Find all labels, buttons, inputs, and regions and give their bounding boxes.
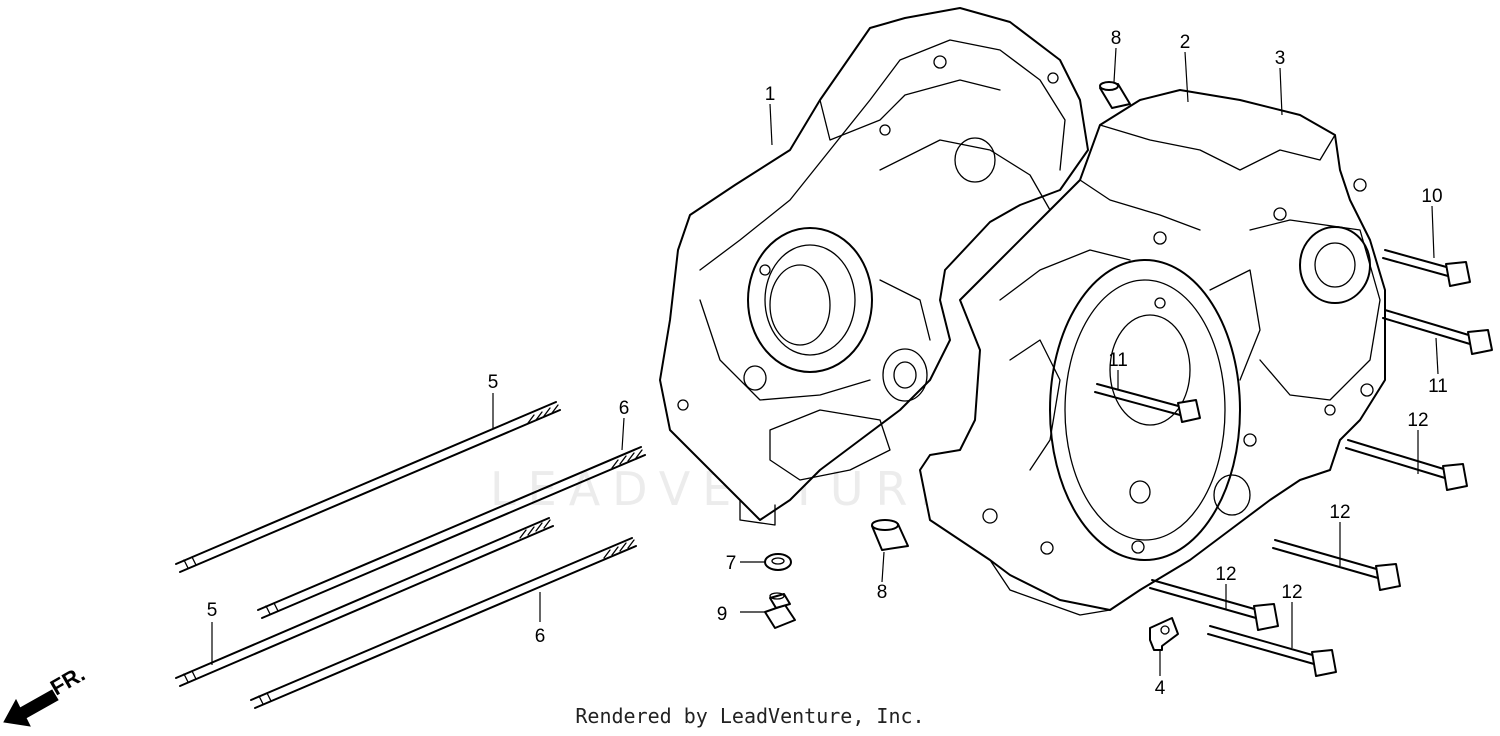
callout-10: 10	[1421, 186, 1442, 207]
callout-3: 3	[1275, 48, 1286, 69]
flange-bolt-12-a	[1345, 439, 1468, 491]
callout-8-lower: 8	[877, 582, 888, 603]
callout-8-upper: 8	[1111, 28, 1122, 49]
callout-9: 9	[717, 604, 728, 625]
callout-6-upper: 6	[619, 398, 630, 419]
callout-1: 1	[765, 84, 776, 105]
callout-5-lower: 5	[207, 600, 218, 621]
stud-bolt-6-lower	[250, 537, 637, 709]
render-credit-caption: Rendered by LeadVenture, Inc.	[575, 704, 925, 728]
flange-bolt-12-b	[1272, 539, 1401, 591]
callout-5-upper: 5	[488, 372, 499, 393]
right-crankcase-half	[919, 89, 1386, 616]
callout-11-right: 11	[1428, 376, 1448, 397]
left-crankcase-half	[659, 7, 1089, 526]
callout-12-d: 12	[1281, 582, 1302, 603]
sealing-washer	[764, 553, 792, 571]
leader-lines	[211, 47, 1439, 676]
flange-bolt-12-c	[1149, 579, 1279, 631]
callout-6-lower: 6	[535, 626, 546, 647]
callout-12-c: 12	[1215, 564, 1236, 585]
dowel-pin-upper	[1099, 81, 1131, 109]
callout-2: 2	[1180, 32, 1191, 53]
callout-7: 7	[726, 553, 737, 574]
stud-bolt-6-upper	[257, 446, 646, 619]
front-arrow-icon	[3, 689, 59, 727]
stud-bolt-5-lower	[175, 517, 554, 687]
callout-11-inner: 11	[1108, 350, 1128, 371]
flange-bolt-10	[1382, 249, 1471, 287]
wire-clamp	[1149, 617, 1179, 651]
drain-bolt	[764, 592, 796, 629]
callout-labels: 1 2 3 4 5 5 6 6 7 8 8 9 10 11 11 12 12 1…	[207, 28, 1448, 699]
flange-bolt-12-d	[1207, 625, 1337, 677]
flange-bolt-11-inner	[1094, 383, 1201, 423]
dowel-pin-lower	[871, 519, 909, 551]
callout-12-b: 12	[1329, 502, 1350, 523]
callout-12-a: 12	[1407, 410, 1428, 431]
stud-bolt-5-upper	[175, 401, 561, 573]
callout-4: 4	[1155, 678, 1166, 699]
flange-bolt-11-right	[1382, 309, 1493, 355]
